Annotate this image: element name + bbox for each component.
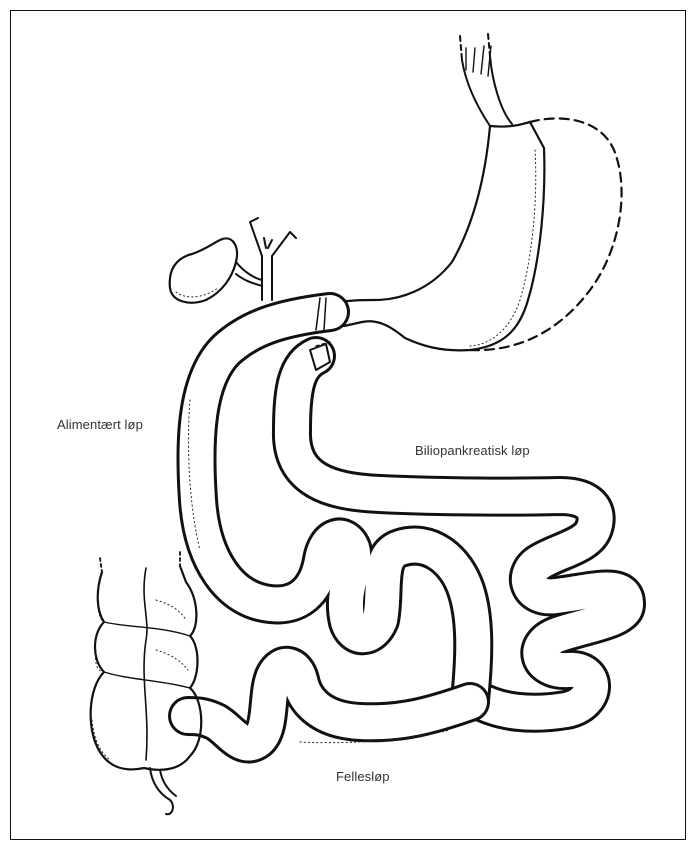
gallbladder <box>170 238 262 302</box>
common-limb <box>188 666 470 744</box>
gastric-pouch <box>330 118 622 350</box>
label-alimentary-limb: Alimentært løp <box>57 417 143 432</box>
label-common-limb: Fellesløp <box>336 769 390 784</box>
colon <box>91 552 202 814</box>
esophagus <box>460 34 512 126</box>
bile-duct <box>250 218 296 300</box>
label-biliopancreatic-limb: Biliopankreatisk løp <box>415 443 530 458</box>
